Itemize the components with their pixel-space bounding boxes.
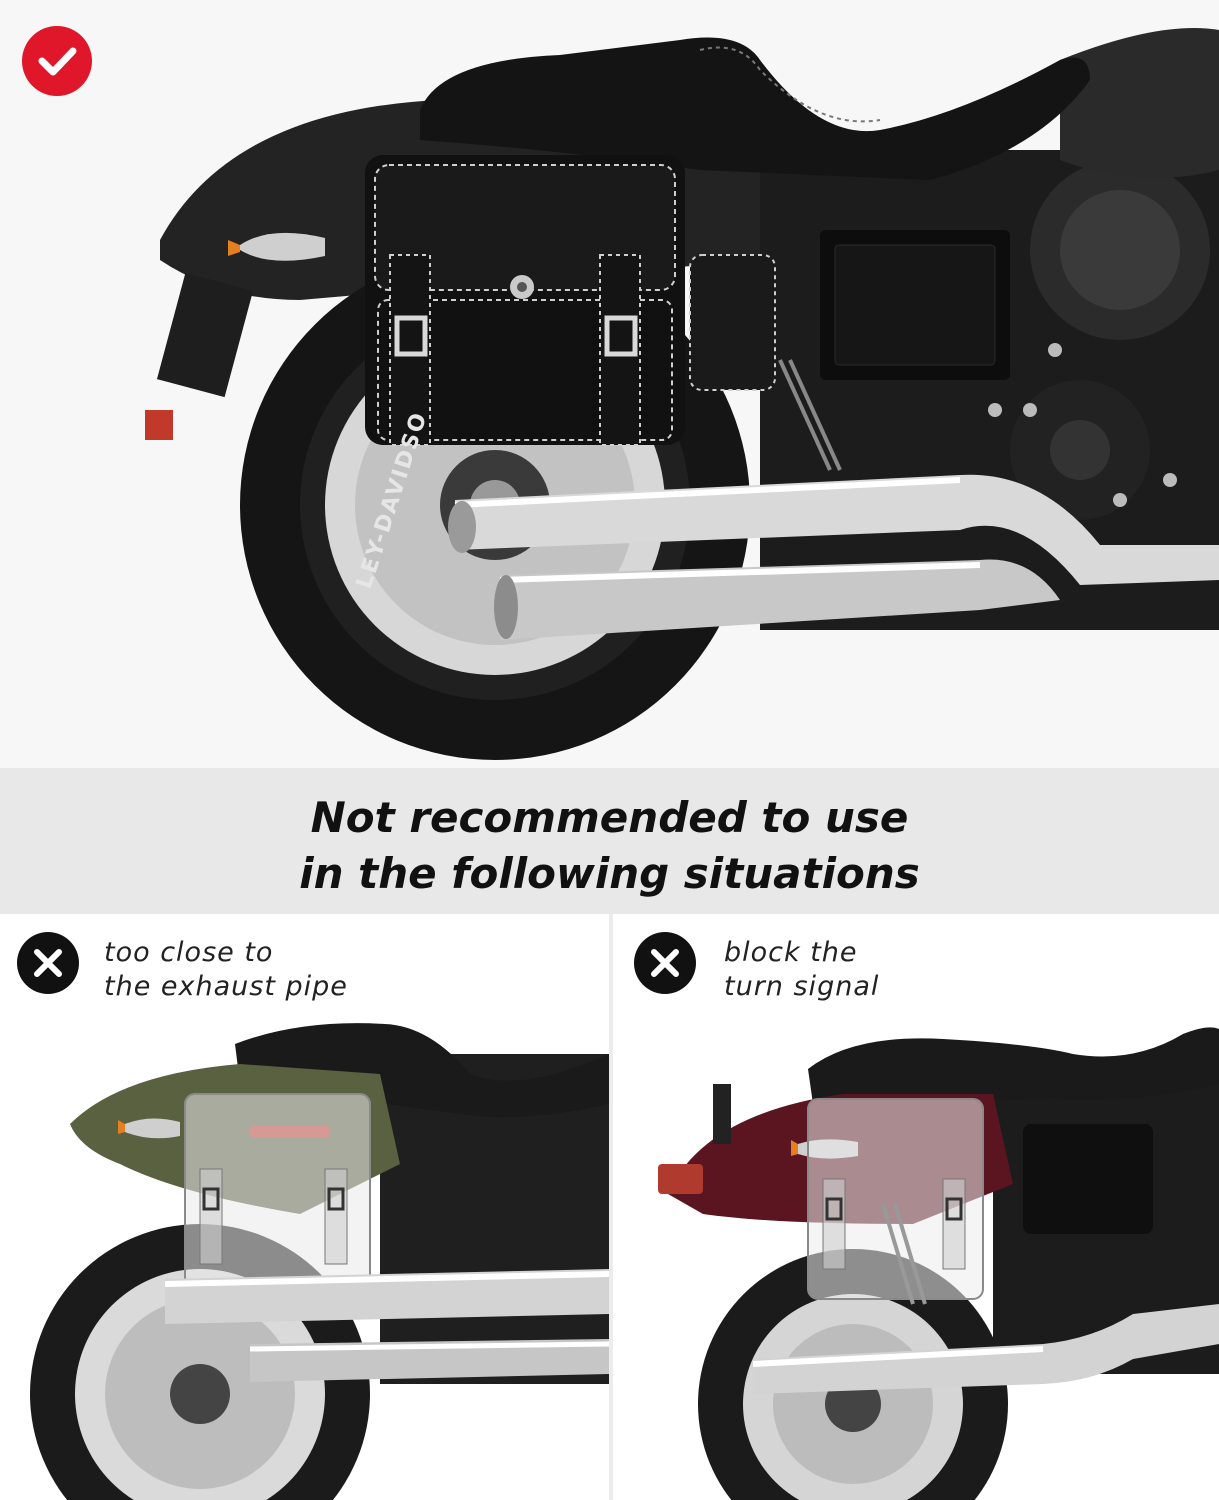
panel-divider [609,914,613,1500]
caption-line1: block the [724,937,858,968]
hero-motorcycle-image: LEY-DAVIDSO [22,26,1219,760]
caption-line2: the exhaust pipe [104,971,348,1002]
turn-signal-motorcycle-image [613,1014,1219,1500]
x-icon [634,932,696,994]
situation-caption: too close to the exhaust pipe [104,936,348,1004]
warning-banner: Not recommended to use in the following … [0,768,1219,914]
banner-title-line2: in the following situations [299,849,920,898]
exhaust-motorcycle-image [0,1014,609,1500]
x-icon [17,932,79,994]
banner-title-line1: Not recommended to use [310,793,909,842]
situation-caption: block the turn signal [724,936,879,1004]
caption-line1: too close to [104,937,274,968]
situation-panel-turn-signal: block the turn signal [613,914,1219,1500]
motorcycle-illustration: LEY-DAVIDSO [145,28,1219,760]
caption-line2: turn signal [724,971,880,1002]
check-icon [22,26,92,96]
situation-panel-exhaust: too close to the exhaust pipe [0,914,609,1500]
